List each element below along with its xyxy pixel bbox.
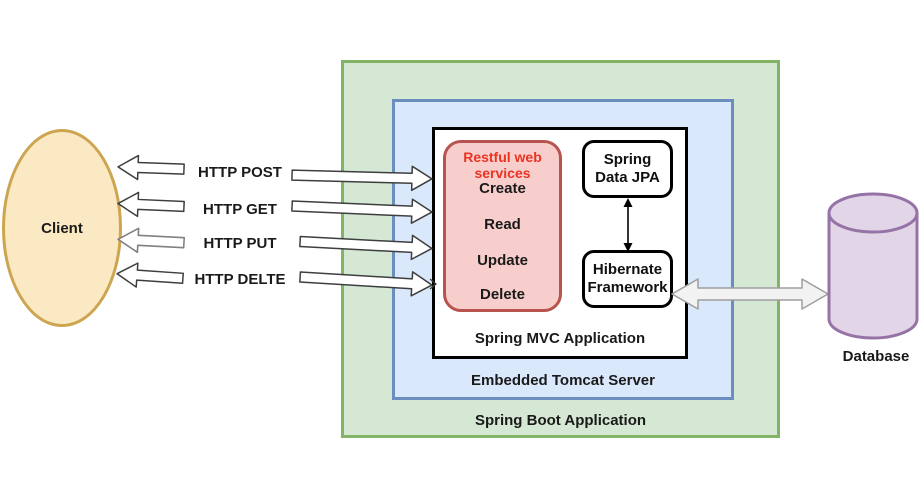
client-label: Client	[41, 219, 83, 237]
http-post-right-arrow-icon	[291, 165, 433, 192]
http-put-right-arrow-icon	[299, 234, 433, 261]
embedded-tomcat-server-label: Embedded Tomcat Server	[471, 372, 655, 389]
http-delete-connector-arrowhead-icon	[429, 278, 438, 290]
spring-boot-application-label: Spring Boot Application	[474, 412, 647, 429]
rest-item-update: Update	[477, 252, 528, 269]
database-label: Database	[842, 348, 910, 365]
jpa-hibernate-double-arrow-icon	[623, 198, 633, 252]
http-delete-label: HTTP DELTE	[194, 271, 286, 288]
restful-web-services-box: Restful web services Create Read Update …	[443, 140, 562, 312]
hibernate-framework-box: Hibernate Framework	[582, 250, 673, 308]
http-put-label: HTTP PUT	[203, 235, 277, 252]
http-delete-right-arrow-icon	[299, 271, 433, 297]
rest-item-read: Read	[484, 216, 521, 233]
client-node: Client	[2, 129, 122, 327]
rest-item-create: Create	[479, 180, 526, 197]
http-post-left-arrow-icon	[117, 154, 185, 181]
http-post-label: HTTP POST	[198, 164, 282, 181]
http-get-right-arrow-icon	[291, 198, 433, 224]
spring-data-jpa-box: Spring Data JPA	[582, 140, 673, 198]
http-get-left-arrow-icon	[117, 191, 185, 218]
rest-item-delete: Delete	[479, 286, 526, 303]
http-get-label: HTTP GET	[203, 201, 277, 218]
http-put-left-arrow-icon	[117, 227, 186, 254]
hibernate-database-double-arrow-icon	[671, 278, 829, 310]
restful-web-services-title: Restful web services	[463, 149, 542, 181]
spring-mvc-application-label: Spring MVC Application	[474, 330, 646, 347]
http-delete-left-arrow-icon	[116, 262, 185, 288]
database-cylinder-icon	[827, 192, 919, 340]
